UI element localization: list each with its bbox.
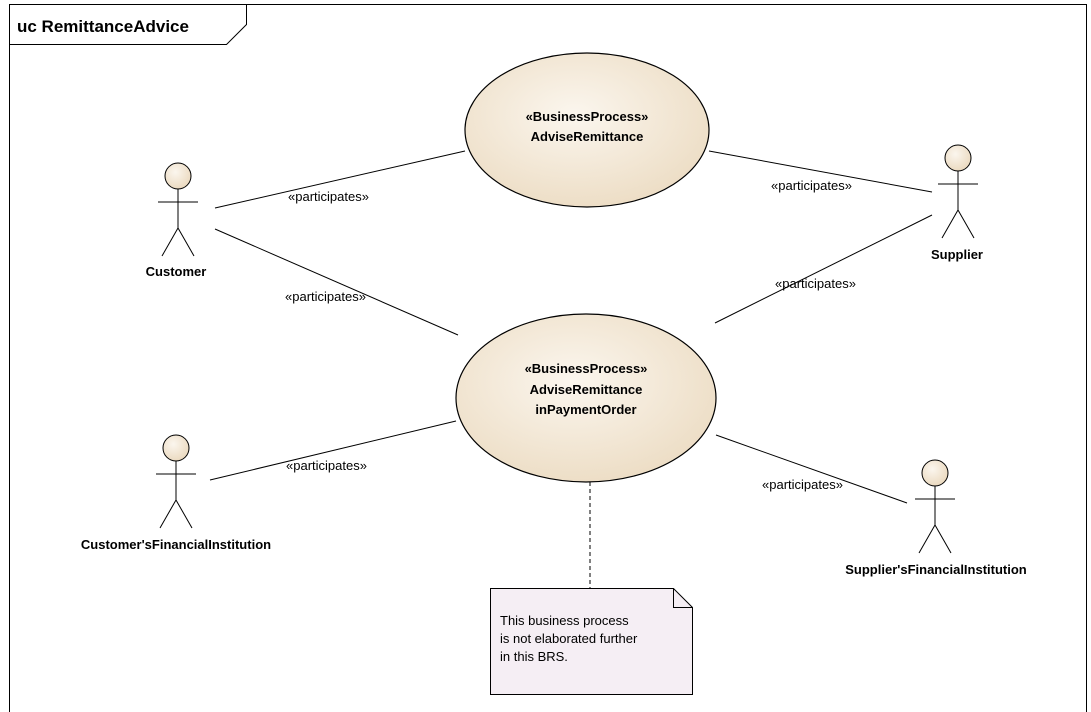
note-line-1: This business process [500, 613, 629, 628]
assoc-customerfi-uc2 [209, 420, 457, 481]
assoc-label: «participates» [775, 276, 856, 291]
assoc-customer-uc2 [214, 228, 459, 336]
actor-head [164, 162, 192, 190]
actor-leg-left [941, 209, 959, 239]
actor-supplier[interactable] [938, 144, 978, 239]
actor-leg-right [175, 499, 193, 529]
association-lines [209, 150, 933, 504]
assoc-label: «participates» [285, 289, 366, 304]
assoc-supplier-uc1 [708, 150, 933, 193]
use-case-ellipse [455, 313, 717, 483]
association-labels: «participates» «participates» «participa… [285, 178, 856, 492]
assoc-supplierfi-uc2 [715, 434, 908, 504]
note[interactable]: This business process is not elaborated … [490, 588, 693, 695]
actor-supplier-name: Supplier [931, 247, 983, 262]
assoc-supplier-uc2 [714, 214, 933, 324]
frame-title-tab [9, 4, 247, 45]
use-case-name: AdviseRemittance [531, 129, 644, 144]
assoc-customer-uc1 [214, 150, 466, 209]
use-case-advise-remittance[interactable]: «BusinessProcess» AdviseRemittance [464, 52, 710, 208]
actor-supplier-fi-name: Supplier'sFinancialInstitution [845, 562, 1027, 577]
actor-customer[interactable] [158, 162, 198, 257]
use-case-name-line-2: inPaymentOrder [535, 402, 636, 417]
use-case-ellipse [464, 52, 710, 208]
note-line-3: in this BRS. [500, 649, 568, 664]
note-body [490, 588, 693, 695]
use-case-stereotype: «BusinessProcess» [526, 109, 649, 124]
actor-supplier-financial-institution[interactable] [915, 459, 955, 554]
actor-leg-right [177, 227, 195, 257]
use-case-advise-remittance-in-payment-order[interactable]: «BusinessProcess» AdviseRemittance inPay… [455, 313, 717, 483]
frame-title: uc RemittanceAdvice [17, 17, 189, 36]
actor-leg-left [161, 227, 179, 257]
assoc-label: «participates» [771, 178, 852, 193]
use-case-name-line-1: AdviseRemittance [530, 382, 643, 397]
assoc-label: «participates» [762, 477, 843, 492]
diagram-frame [9, 4, 1087, 712]
assoc-label: «participates» [286, 458, 367, 473]
actor-leg-left [159, 499, 177, 529]
actor-leg-right [957, 209, 975, 239]
actor-customer-fi-name: Customer'sFinancialInstitution [81, 537, 271, 552]
actor-head [921, 459, 949, 487]
actor-head [944, 144, 972, 172]
note-fold-corner [673, 588, 693, 608]
actor-leg-right [934, 524, 952, 554]
actor-customer-name: Customer [146, 264, 207, 279]
actor-head [162, 434, 190, 462]
actor-customer-financial-institution[interactable] [156, 434, 196, 529]
assoc-label: «participates» [288, 189, 369, 204]
note-line-2: is not elaborated further [500, 631, 638, 646]
use-case-stereotype: «BusinessProcess» [525, 361, 648, 376]
actor-leg-left [918, 524, 936, 554]
